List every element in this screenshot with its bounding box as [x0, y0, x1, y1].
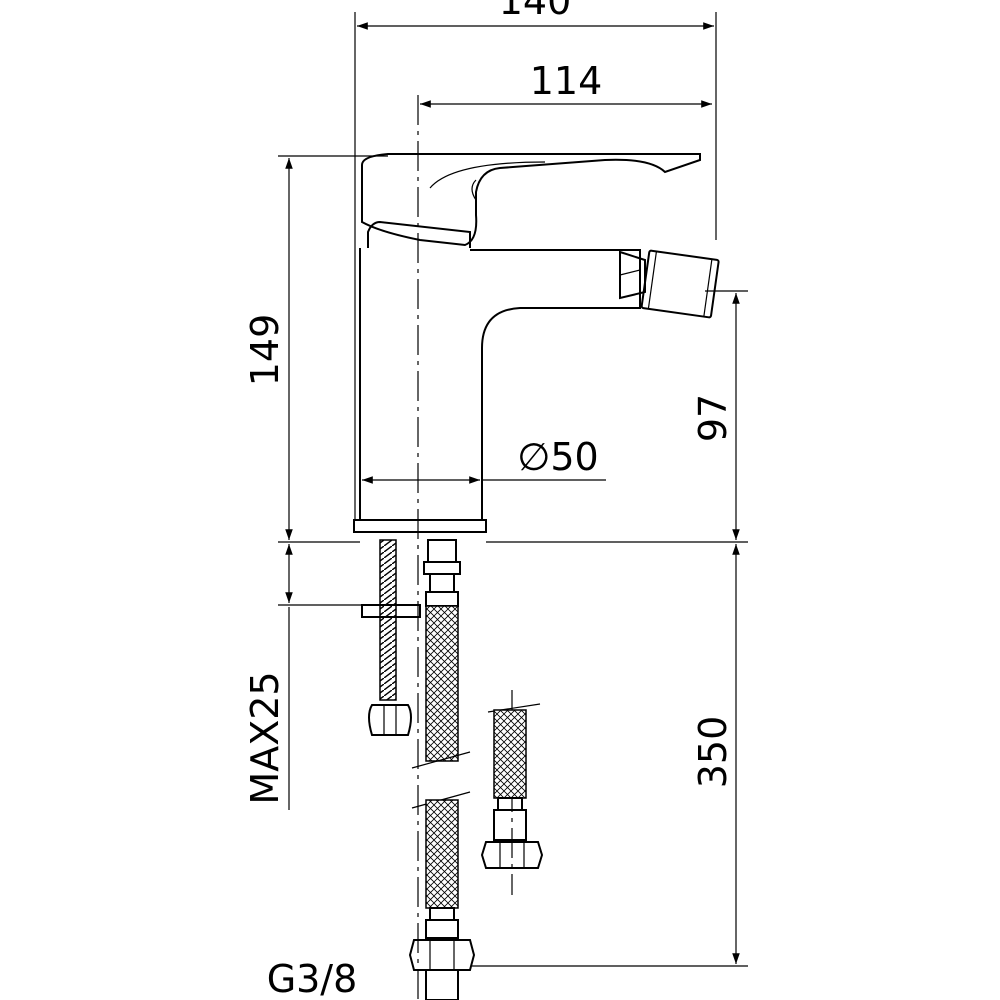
dim-spout-height: 97 [486, 290, 748, 543]
overall-width-label: 140 [499, 0, 572, 23]
flexible-hose-main [408, 539, 476, 1000]
dim-overall-height: 149 [243, 155, 388, 543]
hose-length-label: 350 [691, 716, 735, 789]
bidet-aerator [640, 249, 720, 319]
base-diameter-label: ∅50 [517, 435, 598, 479]
threaded-rod [361, 539, 421, 736]
dim-base-diameter: ∅50 [362, 435, 606, 520]
dim-spout-reach: 114 [420, 59, 712, 108]
max-deck-thickness-label: MAX25 [243, 671, 287, 804]
aerator-connector [619, 250, 646, 300]
dim-max-deck-thickness: MAX25 [243, 544, 365, 810]
flexible-hose-secondary [480, 690, 544, 895]
thread-size-label: G3/8 [267, 957, 358, 1000]
spout-height-label: 97 [691, 394, 735, 442]
overall-height-label: 149 [243, 314, 287, 387]
spout-reach-label: 114 [530, 59, 603, 103]
faucet-body [353, 220, 646, 533]
lever-handle [361, 153, 701, 247]
dim-hose-length: 350 [472, 544, 748, 967]
dim-overall-width: 140 [354, 0, 717, 520]
base-plate [353, 519, 487, 533]
